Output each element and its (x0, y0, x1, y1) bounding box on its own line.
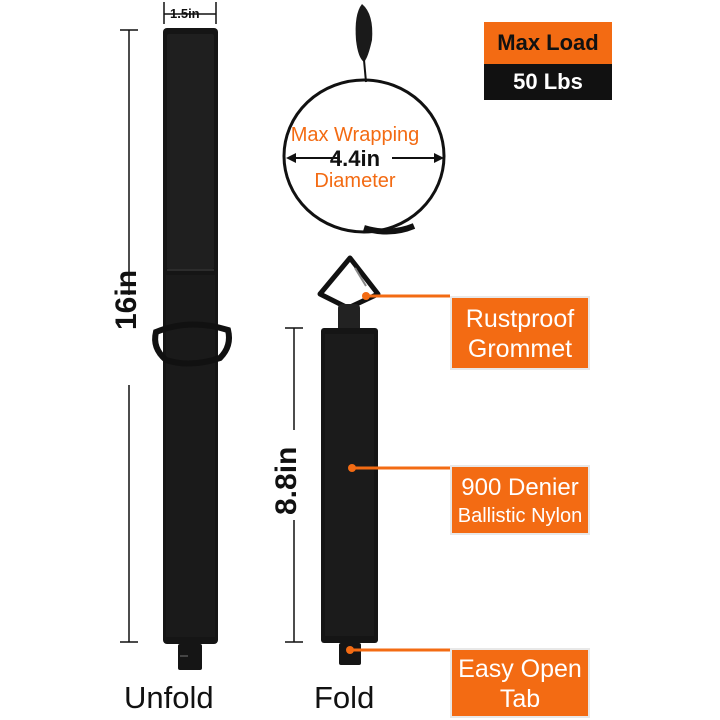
wrapping-diameter-arrow (286, 153, 444, 163)
fold-caption: Fold (314, 680, 375, 715)
grommet-callout-line1: Rustproof (465, 305, 575, 333)
hanging-clip-icon (355, 4, 373, 83)
wrapping-loop (282, 78, 446, 235)
max-load-badge: Max Load 50 Lbs (484, 22, 612, 100)
wrapping-diameter-label: Diameter (314, 170, 396, 192)
unfold-caption: Unfold (124, 680, 214, 715)
tab-callout-line1: Easy Open (458, 655, 582, 683)
grommet-callout-line2: Grommet (467, 335, 573, 363)
max-load-label: Max Load (484, 22, 612, 64)
width-dimension-line (163, 2, 217, 24)
grommet-callout: Rustproof Grommet (450, 296, 590, 370)
nylon-pointer (348, 464, 450, 472)
tab-pointer (346, 646, 450, 654)
max-load-value: 50 Lbs (484, 64, 612, 100)
unfolded-strap (163, 28, 218, 670)
length-dimension-line-8-8in (285, 327, 303, 643)
unfolded-length-label: 16in (110, 269, 143, 330)
width-label: 1.5in (170, 6, 200, 21)
grommet-pointer (362, 292, 450, 300)
nylon-callout-line2: Ballistic Nylon (457, 505, 583, 527)
d-ring-icon (152, 321, 232, 367)
folded-strap (321, 328, 378, 665)
length-dimension-line-16in (120, 29, 138, 643)
triangle-carabiner-icon (317, 255, 381, 334)
nylon-callout-line1: 900 Denier (461, 474, 579, 501)
tab-callout-line2: Tab (499, 685, 541, 713)
wrapping-label: Max Wrapping (290, 124, 420, 146)
folded-length-label: 8.8in (270, 446, 303, 515)
nylon-callout: 900 Denier Ballistic Nylon (450, 465, 590, 535)
wrapping-diameter-value: 4.4in (329, 146, 381, 171)
tab-callout: Easy Open Tab (450, 648, 590, 718)
